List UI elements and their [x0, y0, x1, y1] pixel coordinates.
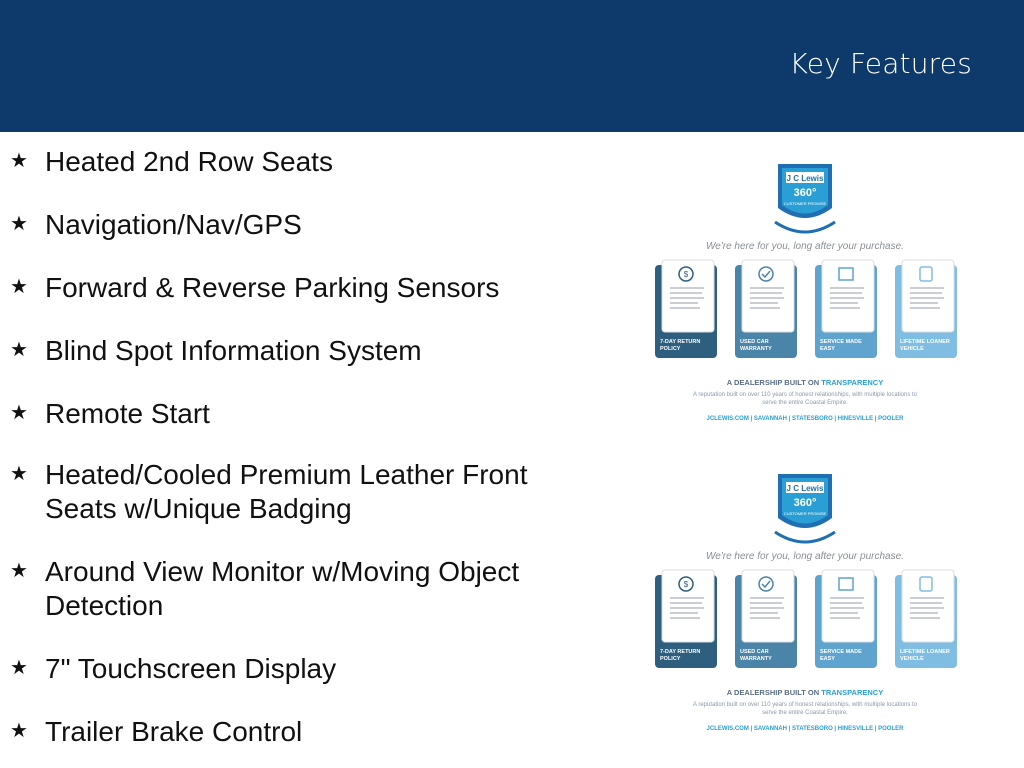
customer-promise-graphic: J C Lewis 360° CUSTOMER PROMISE We're he…: [640, 150, 970, 435]
feature-item: ★Navigation/Nav/GPS: [10, 209, 302, 240]
feature-list: ★Heated 2nd Row Seats ★Navigation/Nav/GP…: [10, 145, 610, 749]
svg-text:$: $: [684, 270, 689, 279]
svg-text:serve the entire Coastal Empir: serve the entire Coastal Empire.: [762, 400, 848, 406]
feature-item: ★Around View Monitor w/Moving Object Det…: [10, 556, 520, 621]
svg-text:WARRANTY: WARRANTY: [740, 346, 772, 352]
promise-tagline: We're here for you, long after your purc…: [706, 241, 904, 252]
feature-item: ★Remote Start: [10, 398, 210, 429]
svg-text:WARRANTY: WARRANTY: [740, 656, 772, 662]
promise-graphic-svg: J C Lewis 360° CUSTOMER PROMISE We're he…: [655, 164, 957, 422]
promise-card: USED CAR WARRANTY: [735, 259, 797, 358]
header-banner: Key Features: [0, 0, 1024, 132]
star-icon: ★: [10, 463, 28, 485]
svg-text:USED CAR: USED CAR: [740, 649, 769, 655]
page-title: Key Features: [789, 47, 972, 80]
svg-text:LIFETIME LOANER: LIFETIME LOANER: [900, 649, 950, 655]
promise-locations: JCLEWIS.COM | SAVANNAH | STATESBORO | HI…: [707, 726, 905, 732]
star-icon: ★: [10, 657, 28, 679]
svg-text:A reputation built on over 110: A reputation built on over 110 years of …: [693, 702, 918, 708]
svg-text:CUSTOMER PROMISE: CUSTOMER PROMISE: [784, 201, 827, 206]
promise-headline: A DEALERSHIP BUILT ON TRANSPARENCY: [727, 688, 883, 697]
star-icon: ★: [10, 213, 28, 235]
svg-text:J C Lewis: J C Lewis: [787, 484, 824, 493]
badge-check-icon: [758, 266, 774, 282]
feature-item: ★Trailer Brake Control: [10, 716, 303, 747]
svg-text:LIFETIME LOANER: LIFETIME LOANER: [900, 339, 950, 345]
promise-headline: A DEALERSHIP BUILT ON TRANSPARENCY: [727, 378, 883, 387]
star-icon: ★: [10, 560, 28, 582]
svg-text:360°: 360°: [794, 187, 817, 199]
svg-text:VEHICLE: VEHICLE: [900, 346, 924, 352]
svg-text:serve the entire Coastal Empir: serve the entire Coastal Empire.: [762, 710, 848, 716]
svg-text:VEHICLE: VEHICLE: [900, 656, 924, 662]
feature-item: ★Forward & Reverse Parking Sensors: [10, 272, 500, 303]
svg-text:POLICY: POLICY: [660, 346, 681, 352]
svg-text:360°: 360°: [794, 497, 817, 509]
svg-text:USED CAR: USED CAR: [740, 339, 769, 345]
customer-promise-graphic: J C Lewis 360° CUSTOMER PROMISE We're he…: [640, 460, 970, 745]
badge-check-icon: [758, 576, 774, 592]
star-icon: ★: [10, 402, 28, 424]
feature-item: ★7" Touchscreen Display: [10, 653, 337, 684]
svg-text:$: $: [684, 580, 689, 589]
svg-text:CUSTOMER PROMISE: CUSTOMER PROMISE: [784, 511, 827, 516]
svg-text:SERVICE MADE: SERVICE MADE: [820, 339, 862, 345]
svg-text:EASY: EASY: [820, 656, 835, 662]
dollar-refresh-icon: [678, 266, 694, 282]
promise-card: SERVICE MADE EASY: [815, 569, 877, 668]
feature-item: ★Blind Spot Information System: [10, 335, 422, 366]
promise-graphic-svg: J C Lewis 360° CUSTOMER PROMISE We're he…: [655, 474, 957, 732]
promise-card: LIFETIME LOANER VEHICLE: [895, 569, 957, 668]
promise-card: $ 7-DAY RETURN POLICY: [655, 569, 717, 668]
jc-lewis-360-logo: J C Lewis 360° CUSTOMER PROMISE: [774, 164, 836, 234]
car-key-icon: [919, 576, 933, 592]
svg-text:7-DAY RETURN: 7-DAY RETURN: [660, 649, 700, 655]
star-icon: ★: [10, 150, 28, 172]
star-icon: ★: [10, 720, 28, 742]
promise-locations: JCLEWIS.COM | SAVANNAH | STATESBORO | HI…: [707, 416, 905, 422]
promise-card: SERVICE MADE EASY: [815, 259, 877, 358]
svg-text:EASY: EASY: [820, 346, 835, 352]
svg-text:7-DAY RETURN: 7-DAY RETURN: [660, 339, 700, 345]
car-key-icon: [919, 266, 933, 282]
feature-item: ★Heated/Cooled Premium Leather Front Sea…: [10, 459, 528, 524]
promise-card: LIFETIME LOANER VEHICLE: [895, 259, 957, 358]
building-icon: [838, 267, 854, 281]
star-icon: ★: [10, 339, 28, 361]
dollar-refresh-icon: [678, 576, 694, 592]
building-icon: [838, 577, 854, 591]
svg-text:POLICY: POLICY: [660, 656, 681, 662]
promise-card: USED CAR WARRANTY: [735, 569, 797, 668]
feature-item: ★Heated 2nd Row Seats: [10, 146, 333, 177]
promise-tagline: We're here for you, long after your purc…: [706, 551, 904, 562]
svg-text:A reputation built on over 110: A reputation built on over 110 years of …: [693, 392, 918, 398]
star-icon: ★: [10, 276, 28, 298]
promise-card: $ 7-DAY RETURN POLICY: [655, 259, 717, 358]
svg-text:SERVICE MADE: SERVICE MADE: [820, 649, 862, 655]
jc-lewis-360-logo: J C Lewis 360° CUSTOMER PROMISE: [774, 474, 836, 544]
svg-text:J C Lewis: J C Lewis: [787, 174, 824, 183]
